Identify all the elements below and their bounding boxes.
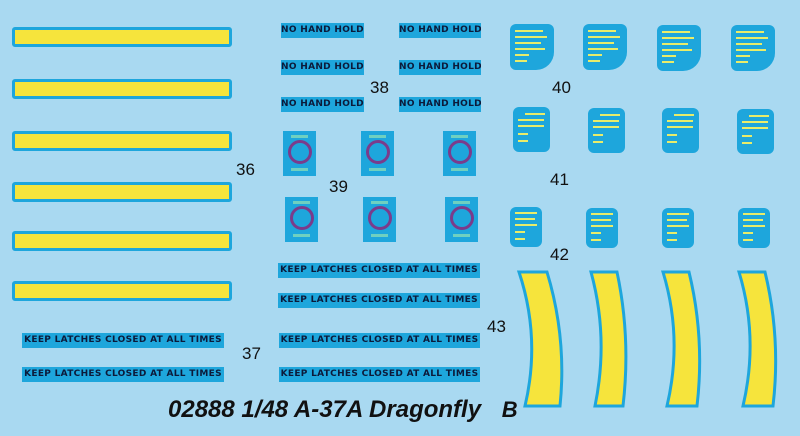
curved-stripe-decals bbox=[516, 270, 778, 408]
stencil-decal bbox=[510, 207, 542, 247]
no-hand-hold-decal: NO HAND HOLD bbox=[399, 60, 481, 75]
decal-number-37: 37 bbox=[242, 344, 261, 363]
keep-latches-decal: KEEP LATCHES CLOSED AT ALL TIMES bbox=[279, 367, 480, 382]
yellow-stripe-decal bbox=[12, 27, 232, 47]
stencil-decal bbox=[737, 109, 774, 154]
curved-stripe-decal bbox=[589, 270, 628, 408]
kit-code: 02888 bbox=[168, 396, 235, 423]
curved-stripe-decal bbox=[736, 270, 778, 408]
sheet-title: 02888 1/48 A-37A Dragonfly B bbox=[168, 396, 518, 424]
keep-latches-decal: KEEP LATCHES CLOSED AT ALL TIMES bbox=[278, 293, 480, 308]
no-hand-hold-decal: NO HAND HOLD bbox=[281, 97, 364, 112]
curved-stripe-decal bbox=[516, 270, 564, 408]
yellow-stripe-decal bbox=[12, 231, 232, 251]
decal-number-40: 40 bbox=[552, 78, 571, 97]
stencil-decal bbox=[662, 208, 694, 248]
yellow-stripe-decal bbox=[12, 131, 232, 151]
no-hand-hold-decal: NO HAND HOLD bbox=[399, 97, 481, 112]
decal-number-38: 38 bbox=[370, 78, 389, 97]
stencil-decal bbox=[738, 208, 770, 248]
keep-latches-decal: KEEP LATCHES CLOSED AT ALL TIMES bbox=[278, 263, 480, 278]
stencil-decal bbox=[588, 108, 625, 153]
ring-decal bbox=[283, 131, 316, 176]
ring-decal bbox=[285, 197, 318, 242]
stencil-decal bbox=[586, 208, 618, 248]
ring-decal bbox=[361, 131, 394, 176]
decal-number-41: 41 bbox=[550, 170, 569, 189]
no-hand-hold-decal: NO HAND HOLD bbox=[399, 23, 481, 38]
decal-number-36: 36 bbox=[236, 160, 255, 179]
stencil-decal bbox=[731, 25, 775, 71]
decal-number-42: 42 bbox=[550, 245, 569, 264]
keep-latches-decal: KEEP LATCHES CLOSED AT ALL TIMES bbox=[22, 367, 224, 382]
sheet-letter: B bbox=[501, 397, 518, 422]
stencil-decal bbox=[662, 108, 699, 153]
stencil-decal bbox=[583, 24, 627, 70]
yellow-stripe-decal bbox=[12, 79, 232, 99]
decal-number-43: 43 bbox=[487, 317, 506, 336]
keep-latches-decal: KEEP LATCHES CLOSED AT ALL TIMES bbox=[279, 333, 480, 348]
curved-stripe-decal bbox=[660, 270, 702, 408]
yellow-stripe-decal bbox=[12, 182, 232, 202]
kit-scale: 1/48 bbox=[241, 396, 289, 423]
ring-decal bbox=[443, 131, 476, 176]
kit-model: A-37A Dragonfly bbox=[293, 396, 482, 423]
yellow-stripe-decal bbox=[12, 281, 232, 301]
stencil-decal bbox=[513, 107, 550, 152]
stencil-decal bbox=[510, 24, 554, 70]
ring-decal bbox=[363, 197, 396, 242]
ring-decal bbox=[445, 197, 478, 242]
no-hand-hold-decal: NO HAND HOLD bbox=[281, 23, 364, 38]
no-hand-hold-decal: NO HAND HOLD bbox=[281, 60, 364, 75]
stencil-decal bbox=[657, 25, 701, 71]
decal-number-39: 39 bbox=[329, 177, 348, 196]
keep-latches-decal: KEEP LATCHES CLOSED AT ALL TIMES bbox=[22, 333, 224, 348]
